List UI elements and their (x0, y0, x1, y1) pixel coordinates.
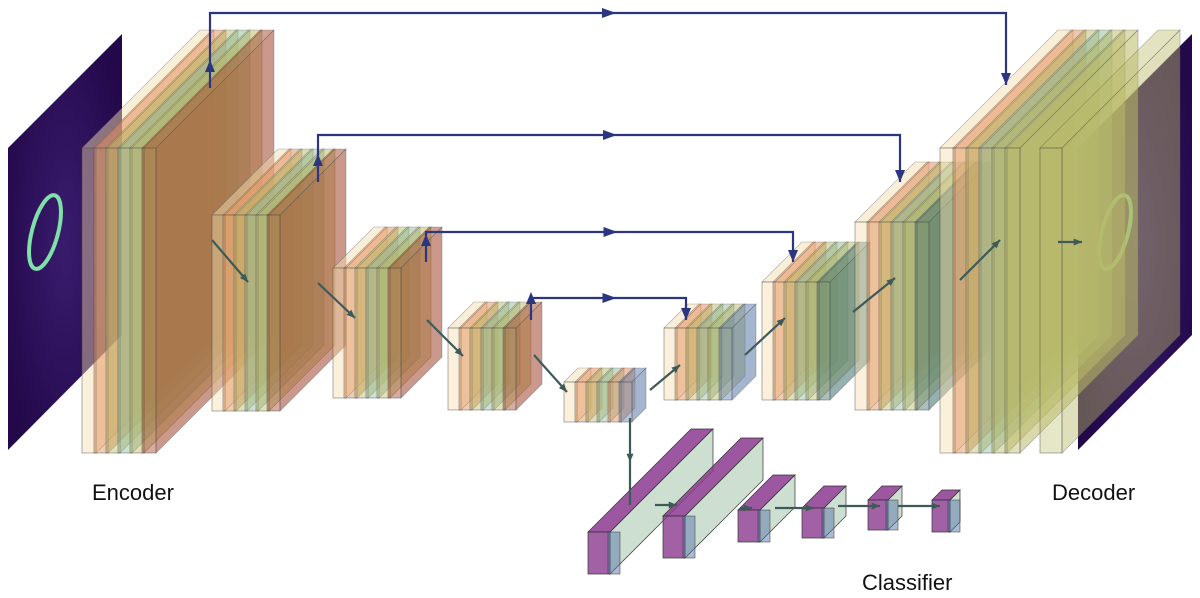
skip-arrow-icon (421, 234, 431, 246)
skip-arrow-icon (602, 293, 617, 303)
flow-arrow-icon (626, 418, 634, 462)
classifier-label: Classifier (862, 570, 952, 595)
skip-arrow-icon (526, 292, 536, 304)
flow-arrow-icon (959, 239, 1001, 281)
layer-slab (596, 367, 625, 423)
skip-arrow-icon (313, 154, 323, 166)
encoder-stage-4 (447, 301, 543, 411)
layer-slab (718, 303, 757, 401)
encoder-label: Encoder (92, 480, 174, 505)
flow-arrow-icon (655, 501, 677, 509)
input-image-icon (8, 34, 122, 450)
flow-arrow-icon (852, 277, 896, 313)
layer-slab (585, 367, 614, 423)
skip-arrow-icon (1001, 73, 1011, 85)
layer-slab (387, 226, 443, 399)
skip-arrow-icon (602, 8, 616, 18)
skip-connections (205, 8, 1011, 320)
layer-slab (618, 367, 647, 423)
classifier-block-6 (931, 489, 961, 533)
layer-slab (502, 301, 543, 411)
layer-slab (816, 241, 871, 401)
flow-arrow-icon (1058, 238, 1082, 246)
decoder-stage-4 (663, 303, 757, 401)
skip-arrow-icon (603, 130, 617, 140)
skip-arrow-icon (603, 227, 618, 237)
layer-slab (563, 367, 592, 423)
flow-arrow-icon (838, 502, 880, 510)
flow-arrow-icon (426, 319, 464, 357)
classifier-block-1 (587, 428, 714, 575)
bottleneck-stage (563, 367, 647, 423)
skip-connection-2 (313, 130, 905, 182)
skip-arrow-icon (205, 60, 215, 72)
flow-arrow-icon (533, 354, 568, 393)
flow-arrow-icon (317, 282, 356, 319)
skip-connection-3 (421, 227, 798, 262)
layer-slab (574, 367, 603, 423)
decoder-stage-3 (761, 241, 871, 401)
classifier-block-5 (867, 485, 903, 531)
flow-arrow-icon (744, 317, 786, 356)
decoder-stage-1 (939, 29, 1139, 454)
layer-blocks (81, 29, 1181, 575)
flow-arrow-icon (649, 364, 681, 391)
layer-slab (266, 148, 347, 412)
encoder-stage-1 (81, 29, 275, 454)
classifier-block-2 (662, 437, 764, 559)
encoder-stage-2 (211, 148, 347, 412)
flow-arrow-icon (211, 239, 249, 283)
skip-arrow-icon (681, 308, 691, 320)
skip-connection-4 (526, 292, 691, 320)
flow-arrow-icon (775, 504, 814, 512)
skip-arrow-icon (895, 170, 905, 182)
skip-connection-1 (205, 8, 1011, 88)
flow-arrow-icon (898, 502, 940, 510)
layer-slab (607, 367, 636, 423)
skip-arrow-icon (788, 250, 798, 262)
flow-arrow-icon (740, 504, 752, 512)
classifier-block-4 (801, 485, 847, 539)
classifier-block-3 (737, 474, 796, 543)
decoder-label: Decoder (1052, 480, 1135, 505)
output-conv-slab (1039, 29, 1181, 454)
flow-arrows (211, 238, 1082, 512)
